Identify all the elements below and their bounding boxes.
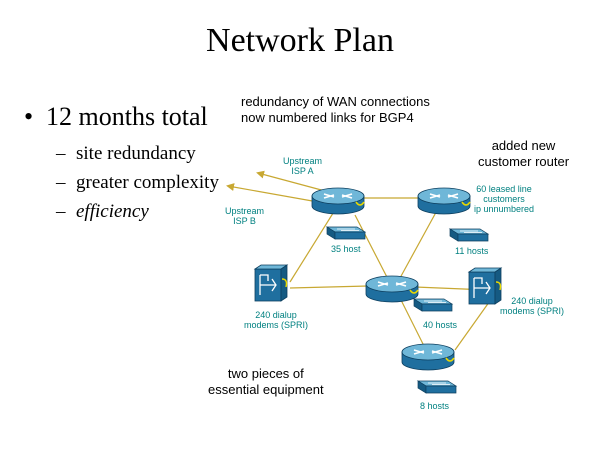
switch-8-hosts-icon [417, 380, 457, 394]
bullet-dot-icon: • [24, 102, 34, 131]
label-35-host: 35 host [331, 244, 361, 254]
bottom-router-icon [401, 343, 455, 371]
label-8-hosts: 8 hosts [420, 401, 450, 411]
label-leased-customers: 60 leased line customers ip unnumbered [474, 184, 535, 214]
core-router-icon [365, 275, 419, 303]
link-core-to-bottom [399, 297, 426, 349]
link-upstream-to-core [354, 214, 391, 284]
link-to-isp-b [226, 183, 319, 203]
customer-router-icon [417, 187, 471, 215]
sub-item-efficiency: –efficiency [56, 201, 149, 222]
label-40-hosts: 40 hosts [423, 320, 458, 330]
link-left-modem-to-core [289, 285, 369, 289]
slide-title: Network Plan [206, 22, 394, 59]
label-isp-b: Upstream ISP B [225, 206, 265, 226]
switch-35-hosts-icon [326, 226, 366, 240]
link-customer-to-core [399, 204, 441, 279]
label-left-dialup: 240 dialup modems (SPRI) [244, 310, 309, 330]
equipment-note: two pieces of essential equipment [208, 366, 324, 397]
link-upstream-to-left-modem [289, 201, 341, 283]
wan-note: redundancy of WAN connections now number… [241, 94, 430, 125]
switch-11-hosts-icon [449, 228, 489, 242]
router-note: added new customer router [478, 138, 570, 169]
link-right-modem-to-bottom [454, 297, 493, 351]
dash-icon: – [56, 201, 66, 222]
right-modem-bank-icon [468, 267, 502, 305]
sub-item-greater-complexity: –greater complexity [56, 172, 219, 193]
main-bullet-text: 12 months total [46, 102, 208, 131]
dash-icon: – [56, 172, 66, 193]
sub-item-site-redundancy: –site redundancy [56, 143, 196, 164]
left-modem-bank-icon [254, 264, 288, 302]
main-bullet: • 12 months total [24, 102, 208, 132]
label-right-dialup: 240 dialup modems (SPRI) [500, 296, 565, 316]
label-11-hosts: 11 hosts [455, 246, 489, 256]
label-isp-a: Upstream ISP A [283, 156, 323, 176]
dash-icon: – [56, 143, 66, 164]
switch-40-hosts-icon [413, 298, 453, 312]
upstream-router-icon [311, 187, 365, 215]
